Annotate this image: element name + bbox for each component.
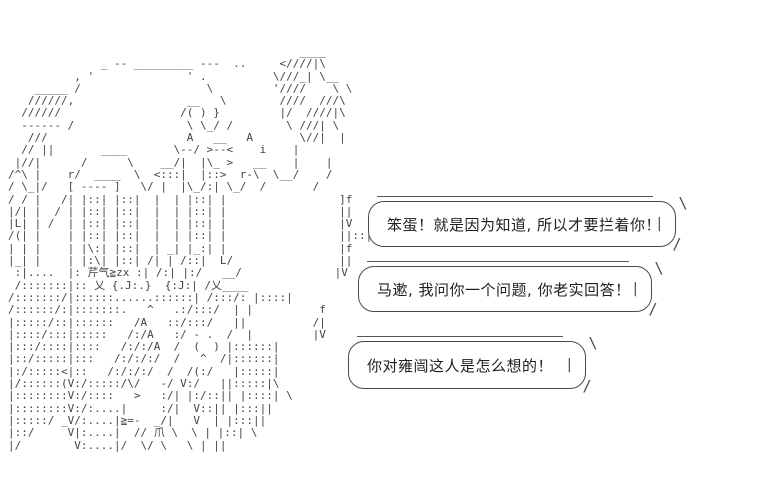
speech-bubble-2-text: 马遬, 我问你一个问题, 你老实回答！: [377, 280, 631, 299]
speech-bubble-3-text: 你对雍闿这人是怎么想的！: [367, 356, 554, 375]
bubble-inner-bar: |: [655, 216, 664, 232]
bubble-inner-bar: |: [631, 281, 640, 297]
speech-bubble-1-text: 笨蛋！就是因为知道, 所以才要拦着你！: [387, 215, 662, 234]
bubble-corner-tick-icon: \: [588, 334, 598, 352]
speech-bubble-1: \ 笨蛋！就是因为知道, 所以才要拦着你！ | /: [368, 194, 688, 253]
bubble-corner-tail-icon: /: [672, 235, 682, 253]
bubble-inner-bar: |: [565, 357, 574, 373]
bubble-corner-tail-icon: /: [648, 300, 658, 318]
bubble-corner-tick-icon: \: [678, 194, 688, 212]
ascii-art-character: ____ _ -- _________ --- .. <////|\ , ' '…: [8, 45, 373, 452]
speech-bubble-2: \ 马遬, 我问你一个问题, 你老实回答！ | /: [358, 259, 664, 318]
speech-bubble-3: \ 你对雍闿这人是怎么想的！ | /: [348, 334, 598, 395]
bubble-corner-tail-icon: /: [582, 377, 592, 395]
bubble-corner-tick-icon: \: [654, 259, 664, 277]
